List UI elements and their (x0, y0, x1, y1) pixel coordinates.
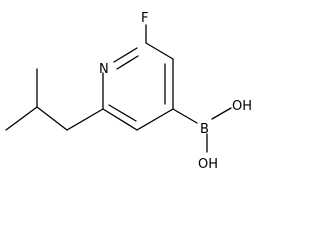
bond-n1-c2 (113, 47, 138, 63)
bond-n1-c2-inner (116, 55, 139, 70)
bond-ch-ch3-left (5, 106, 38, 131)
hydroxyl-top-label: OH (232, 99, 252, 114)
hydroxyl-bottom-label: OH (198, 157, 218, 172)
bond-c5-c6 (102, 108, 138, 131)
bond-b-oh-top (211, 107, 232, 120)
bond-c5-c6-inner (108, 104, 137, 122)
bond-ch2-ch (36, 106, 68, 131)
bond-c4-b (172, 108, 198, 124)
bond-c2-c3 (145, 42, 174, 60)
bond-c4-c5 (136, 108, 174, 131)
nitrogen-label: N (99, 62, 109, 77)
fluorine-label: F (141, 11, 148, 26)
structure-diagram: F N B OH OH (5, 11, 252, 172)
bond-c6-ch2 (66, 108, 104, 131)
boron-label: B (200, 122, 209, 137)
